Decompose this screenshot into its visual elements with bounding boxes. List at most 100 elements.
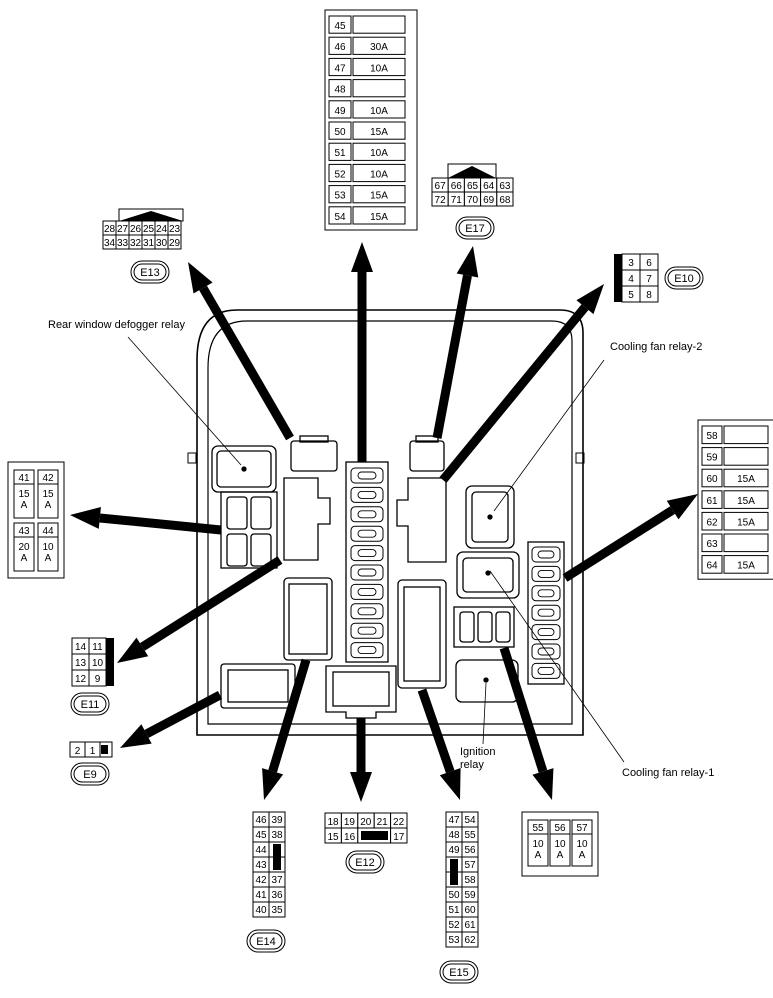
fuse-rating: 15A	[737, 561, 755, 572]
fuse-number: 62	[706, 517, 718, 528]
connector-label-e9: E9	[70, 762, 110, 786]
arrow-to-e14-head	[262, 768, 284, 800]
connector-key	[106, 638, 114, 686]
pin-number: 6	[646, 258, 652, 269]
fuse-number: 64	[706, 561, 718, 572]
fuse-number-cell	[701, 490, 723, 509]
badge-outer	[345, 850, 385, 874]
pin-cell	[639, 285, 659, 303]
badge-inner	[667, 269, 701, 287]
pin-number: 55	[464, 830, 476, 841]
fuse-rating-cell	[352, 57, 406, 77]
badge-outer	[70, 692, 110, 716]
fuse-rating: 10A	[370, 169, 388, 180]
pin-cell	[167, 234, 182, 250]
strip-fuse-element	[537, 647, 555, 656]
connector-label-e12: E12	[345, 850, 385, 874]
fuse-number: 52	[334, 169, 346, 180]
connector-key	[101, 745, 108, 754]
strip-fuse	[350, 603, 384, 620]
connector-key	[450, 859, 458, 885]
fuse-rating-cell	[723, 533, 769, 553]
pin-cell	[461, 931, 479, 948]
arrow-to-e9-head	[120, 724, 152, 748]
strip-fuse-element	[357, 646, 377, 655]
pin-number: 66	[451, 181, 463, 192]
strip-fuse-element	[537, 666, 555, 675]
connector-label-e15: E15	[439, 960, 479, 984]
strip-fuse	[350, 506, 384, 523]
strip-fuse	[350, 564, 384, 581]
label-ignition-relay-line1: Ignition	[460, 746, 495, 758]
strip-fuse-element	[537, 569, 555, 578]
pointer-arrows	[70, 242, 698, 802]
fusible-link-cell	[571, 819, 593, 867]
pin-number: 44	[255, 845, 267, 856]
pin-number: 42	[255, 875, 267, 886]
pin-number: 31	[143, 238, 155, 249]
fusible-link-rating: A	[21, 500, 28, 511]
strip-fuse	[350, 486, 384, 503]
connector-label-e14: E14	[246, 929, 286, 953]
pin-number: 11	[92, 642, 103, 653]
fusible-link-number: 57	[576, 823, 588, 834]
pin-number: 56	[464, 845, 476, 856]
strip-fuse-element	[357, 587, 377, 596]
fusible-link-cell	[13, 522, 35, 572]
pin-number: 46	[255, 815, 267, 826]
fuse-number-cell	[328, 79, 352, 98]
strip-fuse	[350, 545, 384, 562]
fuse-number: 51	[334, 148, 346, 159]
fusible-link-cell	[37, 469, 59, 519]
badge-outer	[664, 266, 704, 290]
pin-number: 72	[435, 195, 447, 206]
pin-cell	[268, 901, 286, 918]
fuse-number-cell	[328, 100, 352, 119]
fusible-link-rating: 10	[532, 839, 544, 850]
fuse-number-cell	[701, 447, 723, 466]
pin-number: 29	[169, 238, 181, 249]
pin-number: 65	[467, 181, 479, 192]
pin-number: 5	[628, 290, 634, 301]
fusible-link-number: 55	[532, 823, 544, 834]
pin-number: 28	[104, 224, 116, 235]
fuse-rating-cell	[352, 185, 406, 204]
fuse-number: 50	[334, 127, 346, 138]
connector-key	[361, 831, 388, 840]
arrow-to-e13-shaft	[199, 285, 294, 441]
pin-number: 69	[483, 195, 495, 206]
arrow-to-e13-head	[188, 262, 213, 294]
strip-fuse-element	[537, 608, 555, 617]
fuse-number: 45	[334, 21, 346, 32]
fuse-rating-cell	[352, 15, 406, 34]
fuse-number-cell	[328, 142, 352, 161]
pin-number: 43	[255, 860, 267, 871]
pin-number: 50	[448, 890, 460, 901]
strip-fuse	[350, 467, 384, 484]
fuse-rating-cell	[723, 555, 769, 574]
fusible-link-rating: 20	[18, 542, 30, 553]
arrow-to-e15-head	[439, 768, 461, 800]
fusible-link-rating: A	[579, 850, 586, 861]
fuse-number-cell	[328, 206, 352, 225]
fuse-number: 47	[334, 63, 346, 74]
arrow-to-e9-shaft	[144, 691, 223, 738]
pin-cell	[88, 669, 107, 687]
pin-number: 16	[344, 832, 356, 843]
fuse-number-cell	[328, 36, 352, 55]
strip-fuse	[531, 546, 561, 563]
strip-fuse-element	[357, 607, 377, 616]
strip-fuse	[531, 624, 561, 641]
fuse-rating-cell	[352, 79, 406, 98]
fusible-link-number: 42	[42, 473, 54, 484]
fuse-number: 61	[706, 496, 718, 507]
pin-number: 48	[448, 830, 460, 841]
badge-inner	[442, 963, 476, 981]
fusible-link-cell	[527, 819, 549, 867]
fuse-number: 58	[706, 431, 718, 442]
